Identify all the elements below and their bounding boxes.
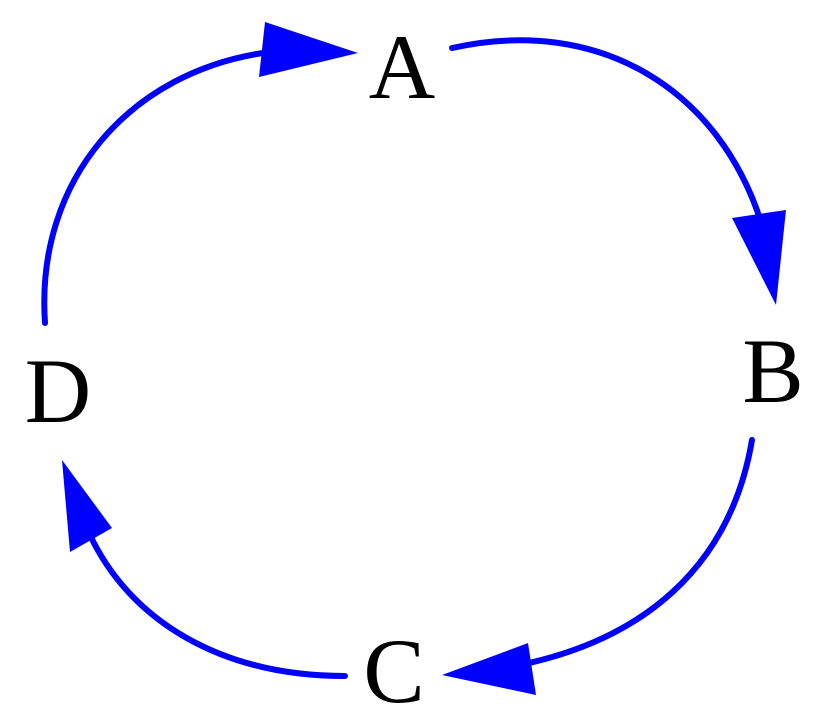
edge-a-to-b — [449, 37, 786, 305]
edge-d-to-a-arrowhead — [259, 22, 358, 77]
node-a-label: A — [369, 16, 435, 118]
edge-b-to-c-line — [517, 437, 755, 668]
node-b-label: B — [742, 320, 803, 422]
edge-c-to-d-arrowhead — [62, 460, 112, 552]
edge-b-to-c-arrowhead — [442, 643, 536, 695]
edge-b-to-c — [442, 437, 755, 695]
edge-a-to-b-arrowhead — [732, 210, 786, 305]
edge-a-to-b-line — [449, 37, 765, 228]
edge-d-to-a-line — [41, 49, 273, 326]
node-c-label: C — [363, 620, 424, 721]
edge-d-to-a — [41, 22, 358, 326]
edge-c-to-d — [62, 460, 348, 679]
edge-c-to-d-line — [87, 532, 348, 679]
node-d-label: D — [25, 340, 91, 442]
